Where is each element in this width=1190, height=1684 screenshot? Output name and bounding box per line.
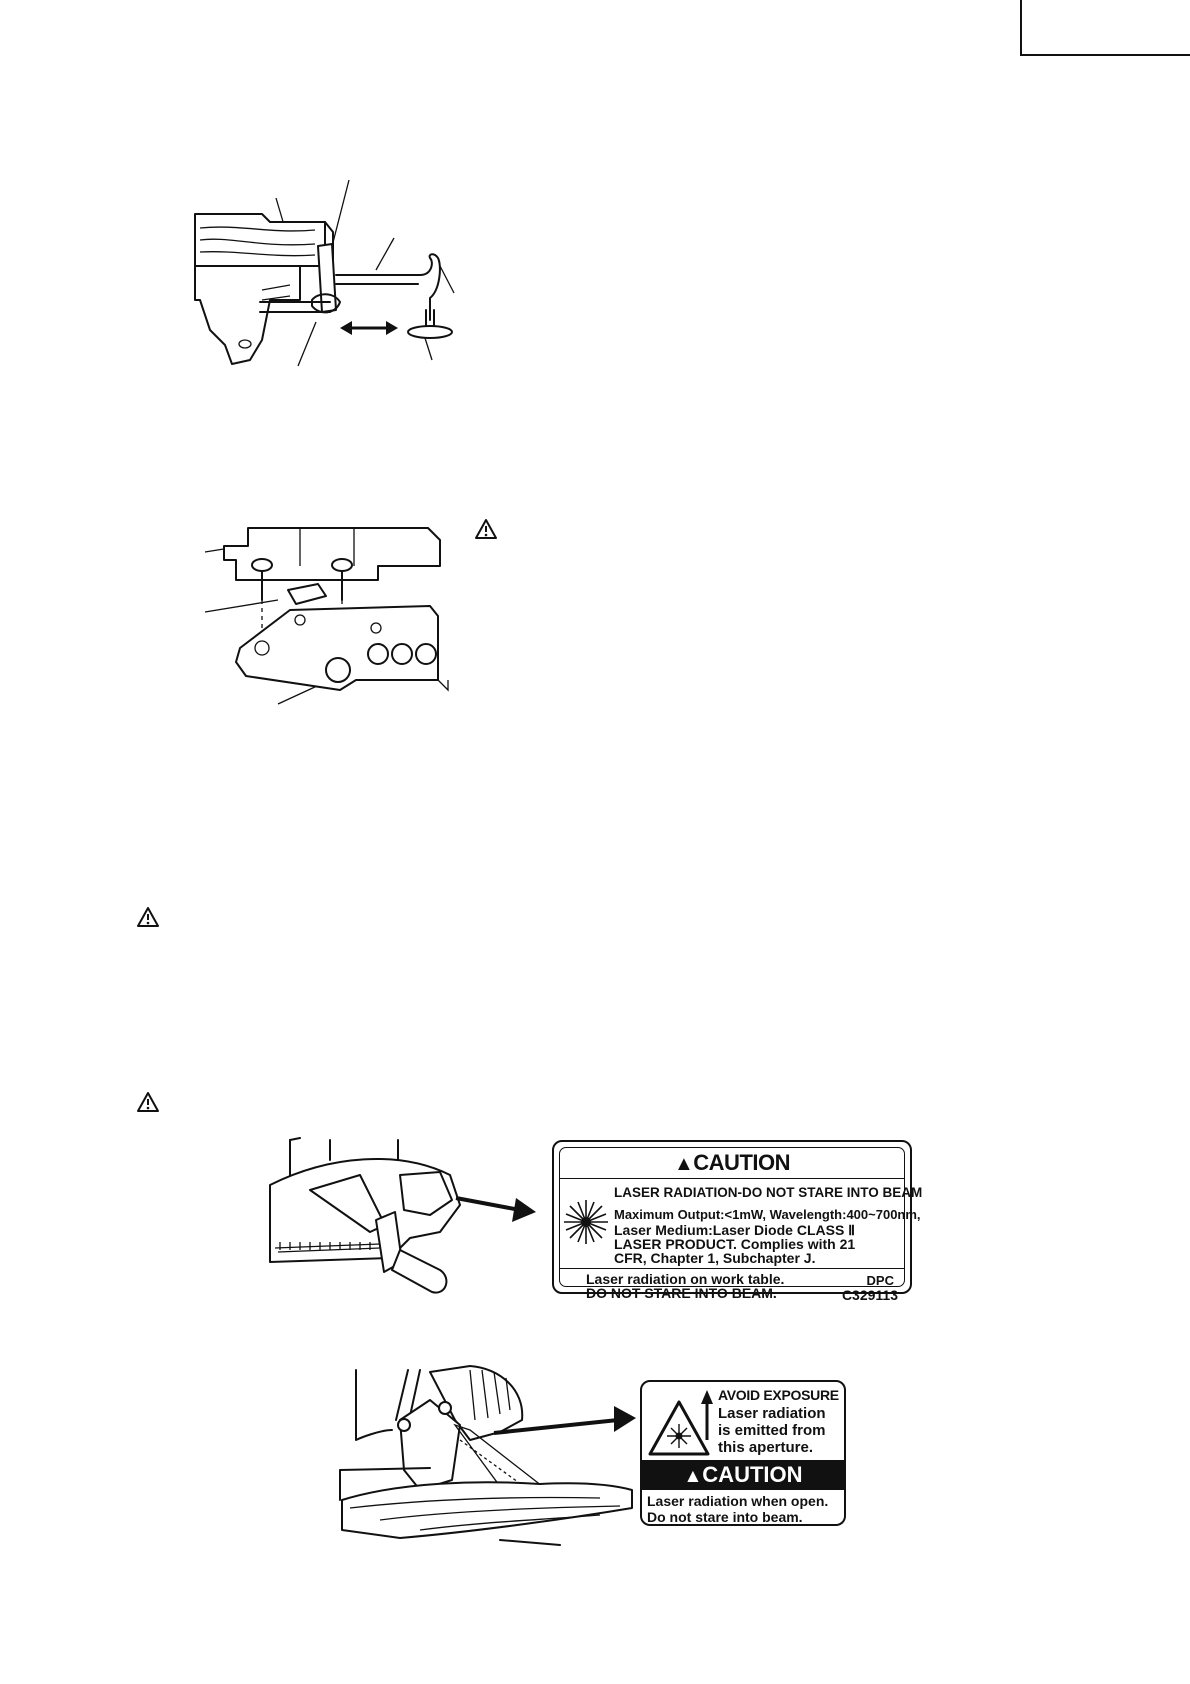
aperture-line-3: this aperture. xyxy=(718,1439,814,1456)
figure-fence xyxy=(204,527,449,705)
label-code-1: DPC xyxy=(866,1273,894,1288)
warning-triangle-icon: ▲ xyxy=(683,1466,703,1487)
label-inner-frame: ▲CAUTION LASER RADIATION-DO NOT STARE IN… xyxy=(559,1147,922,1302)
figure-saw-head xyxy=(339,1365,636,1546)
label-line-1: LASER RADIATION-DO NOT STARE INTO BEAM xyxy=(614,1185,923,1200)
avoid-exposure-text: AVOID EXPOSURE xyxy=(718,1387,839,1403)
label-footer-2: DO NOT STARE INTO BEAM. xyxy=(586,1285,777,1301)
aperture-footer-1: Laser radiation when open. xyxy=(647,1493,829,1509)
arrow-up-icon xyxy=(701,1390,713,1440)
label-line-5: CFR, Chapter 1, Subchapter J. xyxy=(614,1250,816,1266)
aperture-footer-2: Do not stare into beam. xyxy=(647,1509,803,1525)
label-code-2: C329113 xyxy=(841,1287,898,1303)
page-tab-box xyxy=(1020,0,1190,56)
divider xyxy=(560,1268,904,1269)
caution-bar: ▲CAUTION xyxy=(642,1460,844,1490)
caution-title: CAUTION xyxy=(693,1150,790,1175)
label-footer-1: Laser radiation on work table. xyxy=(586,1271,785,1287)
label-line-2: Maximum Output:<1mW, Wavelength:400~700n… xyxy=(614,1207,921,1222)
laser-caution-label: ▲CAUTION LASER RADIATION-DO NOT STARE IN… xyxy=(552,1140,922,1302)
aperture-line-2: is emitted from xyxy=(718,1422,826,1439)
caution-heading: ▲CAUTION xyxy=(560,1150,904,1176)
warning-triangle-icon xyxy=(137,907,159,927)
divider xyxy=(560,1178,904,1179)
laser-warning-triangle-icon xyxy=(648,1400,710,1456)
warning-triangle-icon: ▲ xyxy=(673,1153,694,1175)
aperture-caution-label: AVOID EXPOSURE Laser radiation is emitte… xyxy=(640,1380,846,1526)
label-line-3: Laser Medium:Laser Diode CLASS Ⅱ xyxy=(614,1222,856,1238)
caution-bar-title: CAUTION xyxy=(702,1462,803,1487)
warning-triangle-icon xyxy=(137,1092,159,1112)
warning-triangle-icon xyxy=(475,519,497,539)
aperture-line-1: Laser radiation xyxy=(718,1405,826,1422)
figure-holder xyxy=(194,179,455,367)
label-line-4: LASER PRODUCT. Complies with 21 xyxy=(614,1236,856,1252)
laser-starburst-icon xyxy=(564,1200,608,1244)
figure-saw-table xyxy=(269,1137,536,1294)
